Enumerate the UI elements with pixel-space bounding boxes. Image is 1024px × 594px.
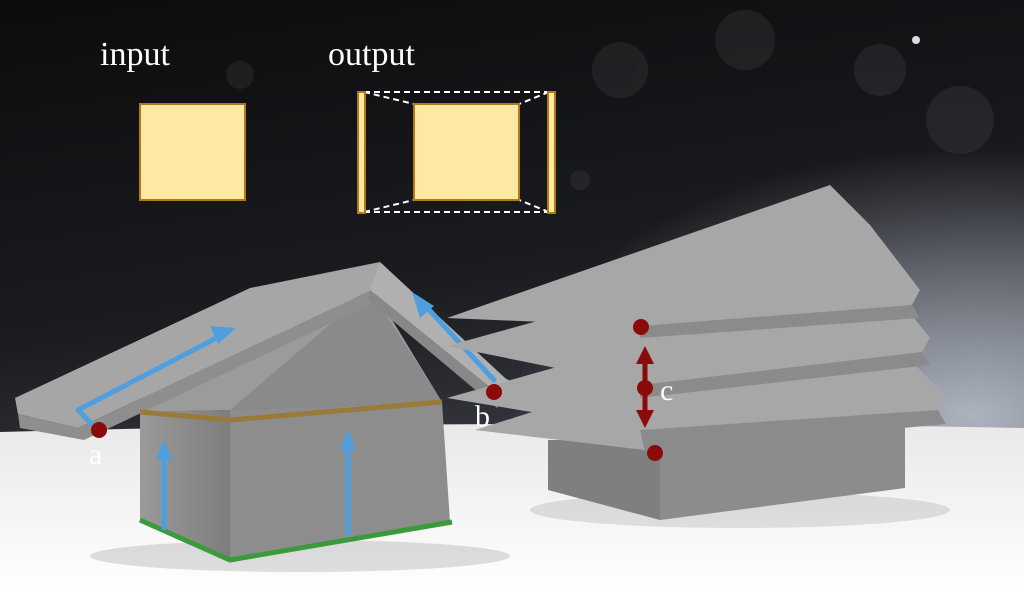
double-arrow-c <box>636 346 654 428</box>
input-box <box>139 103 246 201</box>
output-left-slab <box>357 91 366 214</box>
output-label: output <box>328 36 415 73</box>
blue-arrows <box>75 292 497 537</box>
label-a: a <box>89 438 103 471</box>
output-right-slab <box>547 91 556 214</box>
marker-a <box>91 422 107 438</box>
left-house <box>15 262 515 572</box>
output-diagram <box>357 91 556 214</box>
right-house <box>447 185 950 528</box>
wall-loop-line <box>139 399 443 423</box>
base-line <box>138 517 453 563</box>
label-b: b <box>475 400 490 433</box>
marker-b <box>486 384 502 400</box>
snow-speck <box>912 36 920 44</box>
output-center-box <box>413 103 520 201</box>
bokeh-dots <box>226 10 994 190</box>
input-label: input <box>100 36 170 73</box>
label-c: c <box>660 374 674 407</box>
